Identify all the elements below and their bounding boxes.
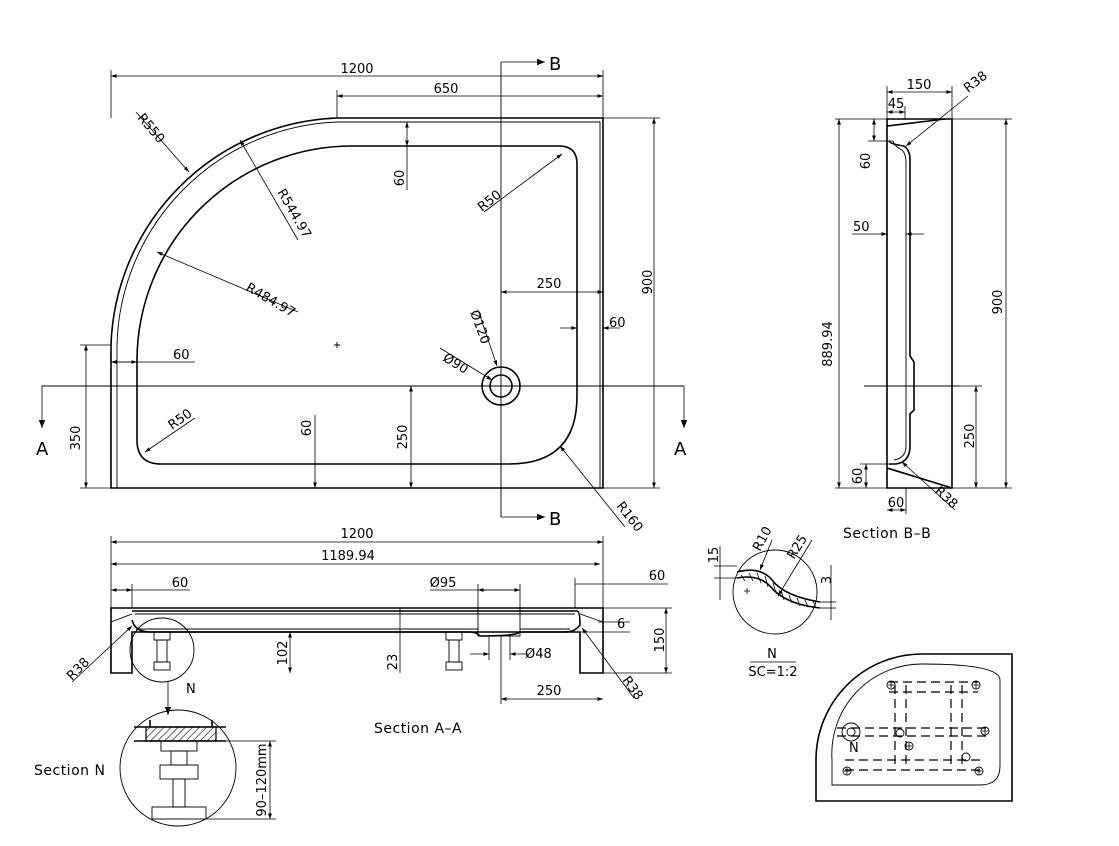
bb-dim-250: 250 <box>963 424 978 449</box>
adjustable-foot-center <box>445 631 463 671</box>
detail-n-label: N <box>767 647 777 662</box>
dim-rim-left-60: 60 <box>173 348 190 363</box>
section-aa-outline <box>110 607 604 674</box>
detail-dim-15: 15 <box>707 547 722 564</box>
bb-dim-150: 150 <box>907 78 932 93</box>
bb-dim-889: 889.94 <box>821 321 836 367</box>
section-aa-title: Section A–A <box>374 721 462 737</box>
support-frame <box>837 681 989 771</box>
underside-marker-n: N <box>849 741 859 756</box>
section-aa-basin <box>131 610 581 637</box>
underside-drain <box>841 722 861 742</box>
detail-circle-n <box>129 617 195 683</box>
bb-dim-900: 900 <box>991 290 1006 315</box>
aa-dim-60-left: 60 <box>172 576 189 591</box>
foot-mounts <box>842 680 990 776</box>
tray-rim-inner-line <box>116 121 601 488</box>
dim-drain-hole: Ø90 <box>440 351 471 378</box>
detail-n-rim-circle <box>732 549 818 635</box>
section-n-circle <box>119 709 237 827</box>
bb-dim-60-top: 60 <box>859 153 874 170</box>
dim-drain-ring: Ø120 <box>466 308 492 346</box>
section-bb-profile <box>886 118 953 489</box>
aa-dim-60-right: 60 <box>649 569 666 584</box>
section-n-view: 90–120mm Section N <box>34 709 276 827</box>
tray-outline <box>110 117 604 489</box>
underside-view: N <box>815 653 1013 802</box>
dim-drain-to-bottom-250: 250 <box>396 425 411 450</box>
drain-body <box>477 607 521 637</box>
aa-dim-95: Ø95 <box>430 576 457 591</box>
section-bb-title: Section B–B <box>843 526 931 542</box>
section-n-title: Section N <box>34 763 105 779</box>
aa-dim-23: 23 <box>386 654 401 671</box>
dim-height-900: 900 <box>641 270 656 295</box>
aa-dim-150: 150 <box>653 628 668 653</box>
detail-dim-r25: R25 <box>785 532 811 562</box>
section-n-dim-height: 90–120mm <box>255 743 270 816</box>
dim-rim-bottom-60: 60 <box>300 420 315 437</box>
dim-radius-50-bottom: R50 <box>166 406 196 433</box>
cut-label-b-top: B <box>549 54 561 75</box>
section-n-tray-slab <box>145 726 217 742</box>
cut-label-a-left: A <box>36 439 49 460</box>
dim-radius-50-top: R50 <box>475 188 504 216</box>
aa-dim-1200: 1200 <box>340 527 373 542</box>
aa-dim-250: 250 <box>537 684 562 699</box>
bb-dim-45: 45 <box>888 97 905 112</box>
dim-top-650: 650 <box>434 82 459 97</box>
detail-dim-r10: R10 <box>750 524 775 554</box>
detail-dim-3: 3 <box>820 576 835 584</box>
section-aa-view: N 1200 1189.94 60 Ø95 60 6 150 1 <box>64 527 672 737</box>
bb-dim-60-bottom-h: 60 <box>888 496 905 511</box>
basin-outline <box>136 145 578 465</box>
dim-radius-160: R160 <box>613 499 646 535</box>
dim-rim-top-60: 60 <box>393 170 408 187</box>
aa-dim-r38-right: R38 <box>619 674 646 704</box>
center-mark <box>334 342 340 348</box>
plan-view: A A B B 1200 650 900 350 R550 R544.97 R4… <box>36 54 688 535</box>
section-bb-view: 150 45 R38 60 50 889.94 900 250 60 <box>821 69 1012 542</box>
underside-outline <box>815 653 1013 802</box>
aa-dim-1189: 1189.94 <box>321 549 375 564</box>
aa-marker-n: N <box>186 682 196 697</box>
dim-overall-width: 1200 <box>340 62 373 77</box>
bb-dim-60-bottom-v: 60 <box>851 468 866 485</box>
aa-dim-r38-left: R38 <box>64 655 93 684</box>
aa-dim-6: 6 <box>617 617 625 632</box>
bb-dim-50: 50 <box>853 220 870 235</box>
aa-dim-102: 102 <box>276 641 291 666</box>
cut-label-b-bottom: B <box>549 509 561 530</box>
detail-n-rim-view: 15 R10 R25 3 N SC=1:2 <box>707 524 836 680</box>
dim-radius-484: R484.97 <box>243 280 298 320</box>
dim-straight-350: 350 <box>69 426 84 451</box>
bb-dim-r38-top: R38 <box>961 69 990 97</box>
aa-dim-48: Ø48 <box>525 647 552 662</box>
dim-rim-right-60: 60 <box>609 316 626 331</box>
dim-drain-to-right-250: 250 <box>537 277 562 292</box>
cut-label-a-right: A <box>674 439 687 460</box>
adjustable-foot-left <box>153 631 171 671</box>
detail-n-scale: SC=1:2 <box>748 665 797 680</box>
